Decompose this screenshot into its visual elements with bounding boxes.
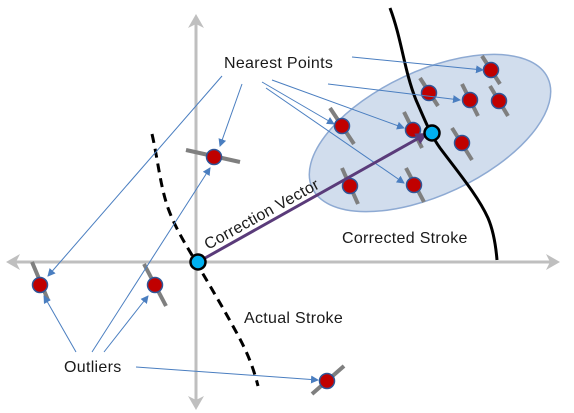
y-axis-bottom-arrowhead <box>188 396 204 410</box>
actual-stroke-endpoint <box>189 253 207 271</box>
point <box>480 54 502 86</box>
point <box>310 364 346 396</box>
correction-vector-arrow <box>197 132 428 264</box>
point <box>340 167 360 205</box>
point <box>142 263 168 307</box>
x-axis-right-arrowhead <box>546 254 560 270</box>
actual-stroke-label: Actual Stroke <box>244 310 343 327</box>
point <box>488 84 510 118</box>
point <box>328 106 356 146</box>
outliers-arrows <box>43 167 319 384</box>
axes <box>6 14 560 410</box>
point <box>460 83 480 117</box>
correction-vector-label: Correction Vector <box>202 176 323 253</box>
point <box>450 126 474 162</box>
corrected-stroke-endpoint <box>423 124 441 142</box>
corrected-stroke-label: Corrected Stroke <box>342 230 468 247</box>
point <box>404 167 426 203</box>
nearest-points-label: Nearest Points <box>224 55 333 72</box>
nearest-points-arrows <box>47 56 484 277</box>
point <box>30 261 50 301</box>
y-axis-top-arrowhead <box>188 14 204 28</box>
sample-points <box>30 54 510 396</box>
x-axis-left-arrowhead <box>6 254 20 270</box>
outliers-label: Outliers <box>64 359 122 376</box>
corrected-stroke-curve <box>388 7 499 261</box>
point <box>185 148 241 166</box>
